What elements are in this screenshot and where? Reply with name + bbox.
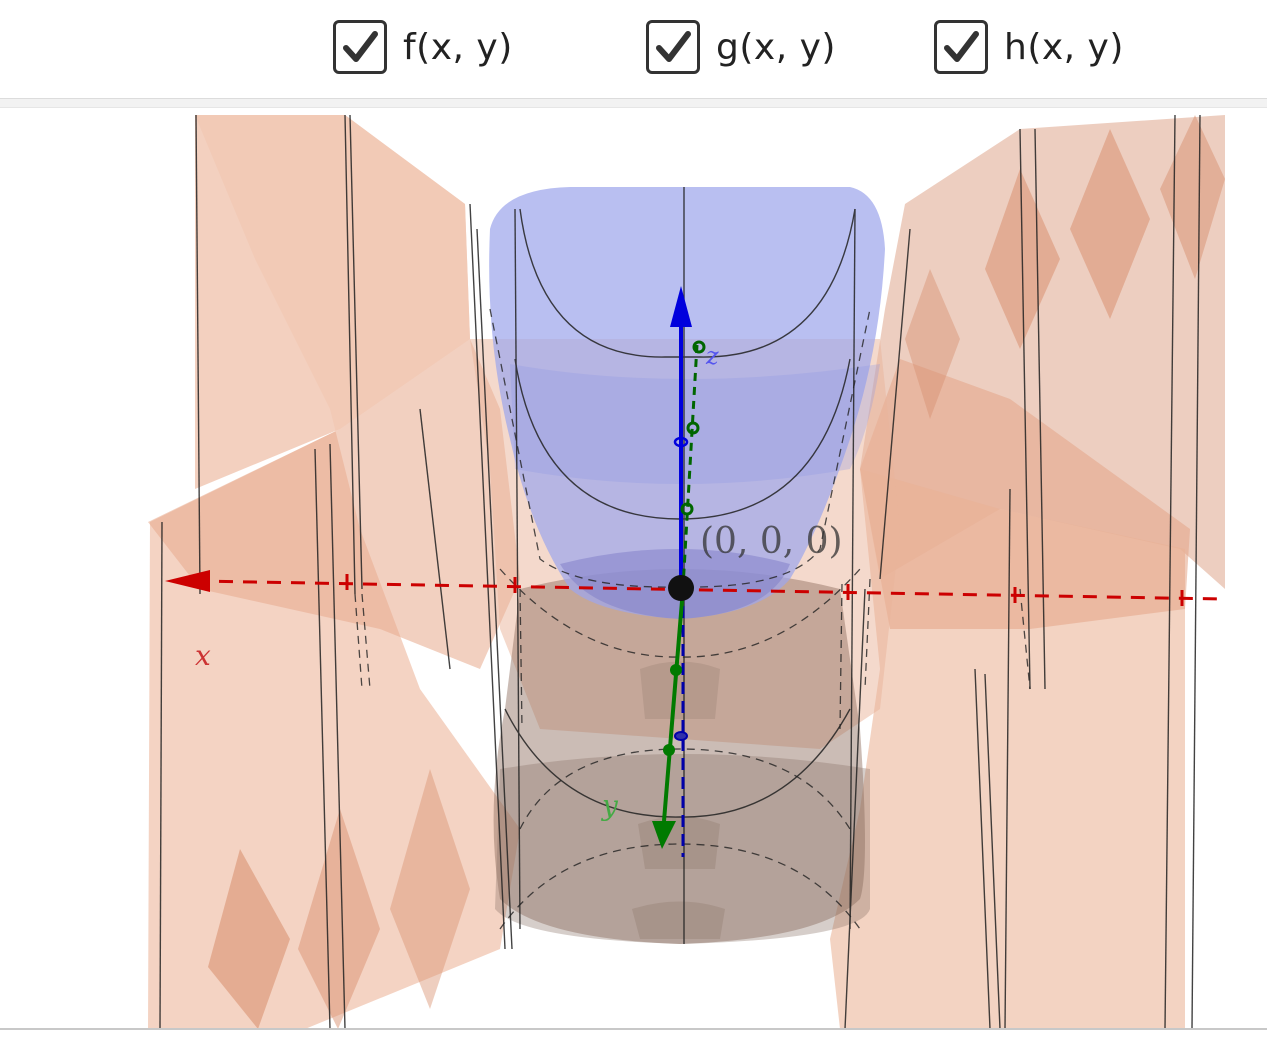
z-axis [670,286,692,857]
function-toolbar: f(x, y) g(x, y) h(x, y) [0,0,1267,98]
origin-point[interactable] [668,575,694,601]
y-axis-arrow-icon [652,821,676,849]
y-axis [652,340,706,849]
y-axis-label: y [602,789,618,822]
checkbox-h[interactable]: h(x, y) [934,20,1124,74]
surface-g [493,569,870,944]
checkbox-f-box[interactable] [333,20,387,74]
z-axis-label: z [706,342,719,370]
surface-canvas[interactable] [0,109,1267,1029]
checkbox-h-box[interactable] [934,20,988,74]
x-axis-arrow-icon [165,570,210,592]
checkbox-f[interactable]: f(x, y) [333,20,513,74]
x-axis [165,570,1223,606]
checkbox-h-label: h(x, y) [1004,26,1124,68]
origin-label: (0, 0, 0) [700,521,843,562]
z-axis-arrow-icon [670,286,692,327]
x-axis-label: x [195,639,211,672]
checkbox-g-box[interactable] [646,20,700,74]
toolbar-separator [0,98,1267,108]
hidden-dashed-lines [354,308,1031,930]
graphics-3d-view[interactable]: x y z (0, 0, 0) [0,109,1267,1029]
checkmark-icon [944,31,979,62]
checkbox-g[interactable]: g(x, y) [646,20,836,74]
checkmark-icon [656,31,691,62]
checkbox-g-label: g(x, y) [716,26,836,68]
surface-f [489,187,885,619]
view-bottom-border [0,1028,1267,1030]
checkbox-f-label: f(x, y) [403,26,513,68]
checkmark-icon [343,31,378,62]
